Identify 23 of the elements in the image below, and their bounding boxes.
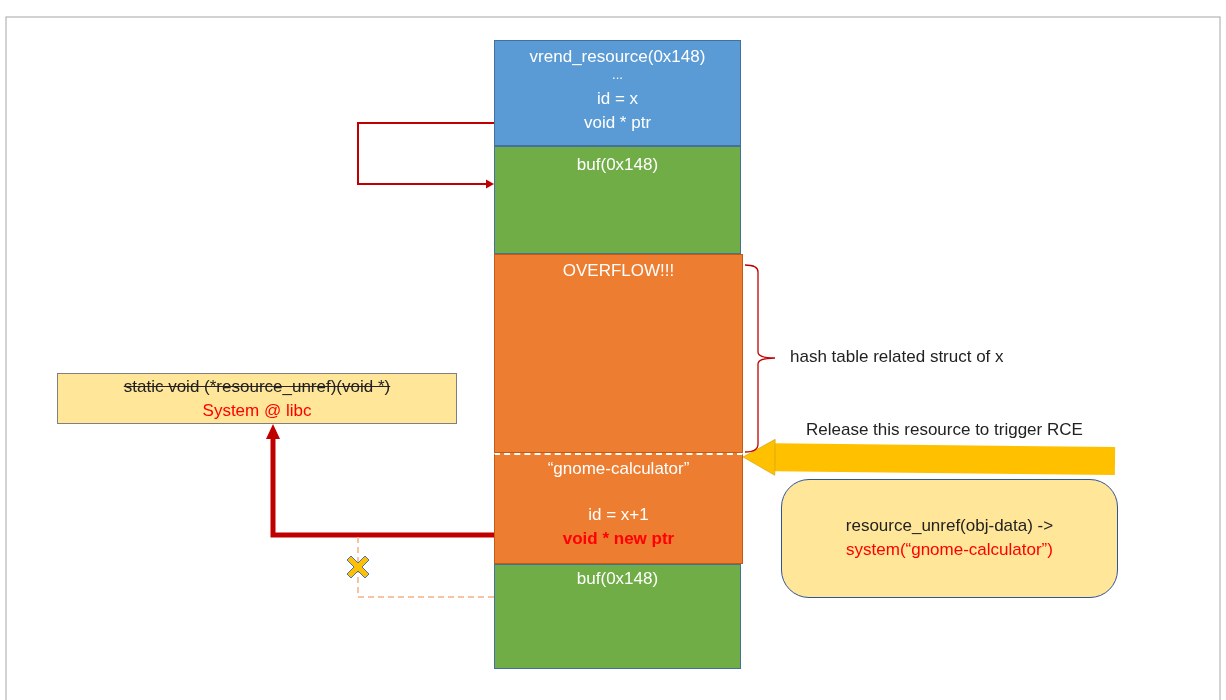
code-text: OVERFLOW!!! bbox=[562, 260, 675, 282]
code-text: system(“gnome-calculator”) bbox=[846, 539, 1053, 561]
code-text: void * ptr bbox=[583, 112, 652, 134]
code-text: id = x+1 bbox=[588, 504, 649, 526]
code-text: buf(0x148) bbox=[576, 154, 659, 176]
overflow-block bbox=[494, 254, 743, 453]
code-text: id = x bbox=[596, 88, 639, 110]
code-text: “gnome-calculator” bbox=[547, 458, 690, 480]
code-text: static void (*resource_unref)(void *) bbox=[123, 376, 391, 398]
buffer-block bbox=[494, 564, 741, 669]
note-box bbox=[781, 479, 1118, 598]
code-text: resource_unref(obj-data) -> bbox=[845, 515, 1054, 537]
code-text: ... bbox=[612, 69, 623, 81]
code-text: vrend_resource(0x148) bbox=[529, 46, 706, 68]
overflow-block bbox=[494, 453, 743, 564]
pointer-box bbox=[57, 373, 457, 424]
edge-label: Release this resource to trigger RCE bbox=[806, 420, 1083, 440]
code-text: void * new ptr bbox=[562, 528, 675, 550]
code-text: System @ libc bbox=[202, 400, 312, 422]
code-text: buf(0x148) bbox=[576, 568, 659, 590]
struct-block bbox=[494, 40, 741, 146]
brace-label: hash table related struct of x bbox=[790, 347, 1004, 367]
buffer-block bbox=[494, 146, 741, 254]
